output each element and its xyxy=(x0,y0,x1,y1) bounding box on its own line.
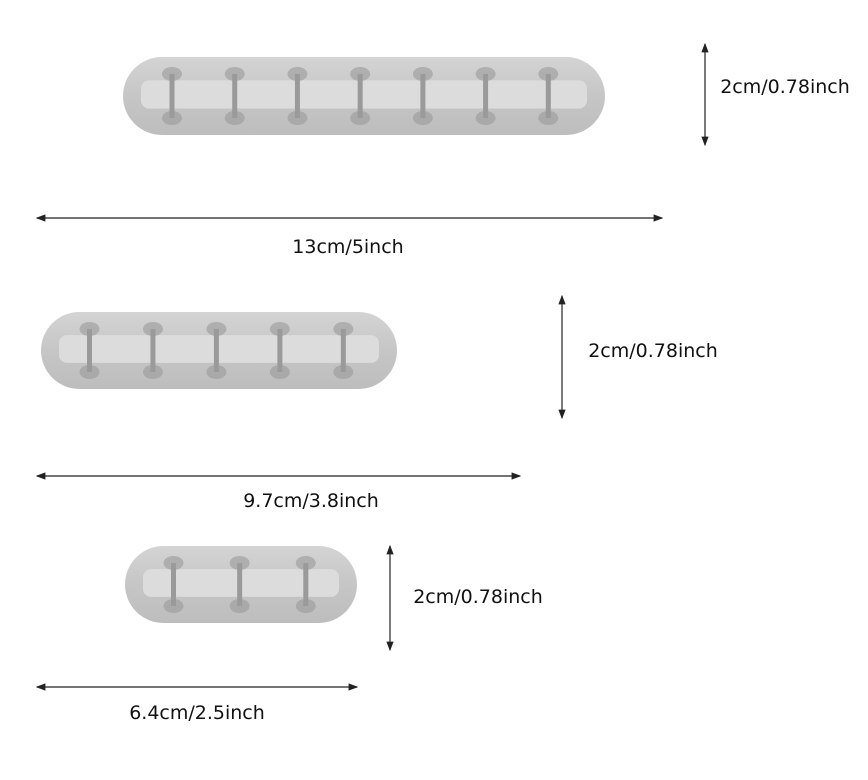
cable-slot xyxy=(545,74,551,118)
cable-slot xyxy=(483,74,489,118)
length-label-3-slot: 6.4cm/2.5inch xyxy=(129,702,265,724)
height-label-3-slot: 2cm/0.78inch xyxy=(413,586,543,608)
cable-slot xyxy=(294,74,300,118)
cable-slot xyxy=(303,563,309,606)
cable-slot xyxy=(87,329,92,372)
cable-slot xyxy=(150,329,156,372)
length-label-7-slot: 13cm/5inch xyxy=(292,236,404,258)
height-label-5-slot: 2cm/0.78inch xyxy=(588,340,718,362)
cable-slot xyxy=(169,74,175,118)
length-label-5-slot: 9.7cm/3.8inch xyxy=(243,490,379,512)
cable-slot xyxy=(340,329,346,372)
cable-slot xyxy=(237,563,243,606)
cable-slot xyxy=(232,74,238,118)
height-label-7-slot: 2cm/0.78inch xyxy=(720,76,850,98)
cable-channel xyxy=(59,335,379,363)
cable-slot xyxy=(420,74,426,118)
cable-channel xyxy=(141,80,587,109)
cable-slot xyxy=(357,74,363,118)
cable-slot xyxy=(171,563,176,606)
cable-slot xyxy=(277,329,283,372)
cable-slot xyxy=(213,329,219,372)
